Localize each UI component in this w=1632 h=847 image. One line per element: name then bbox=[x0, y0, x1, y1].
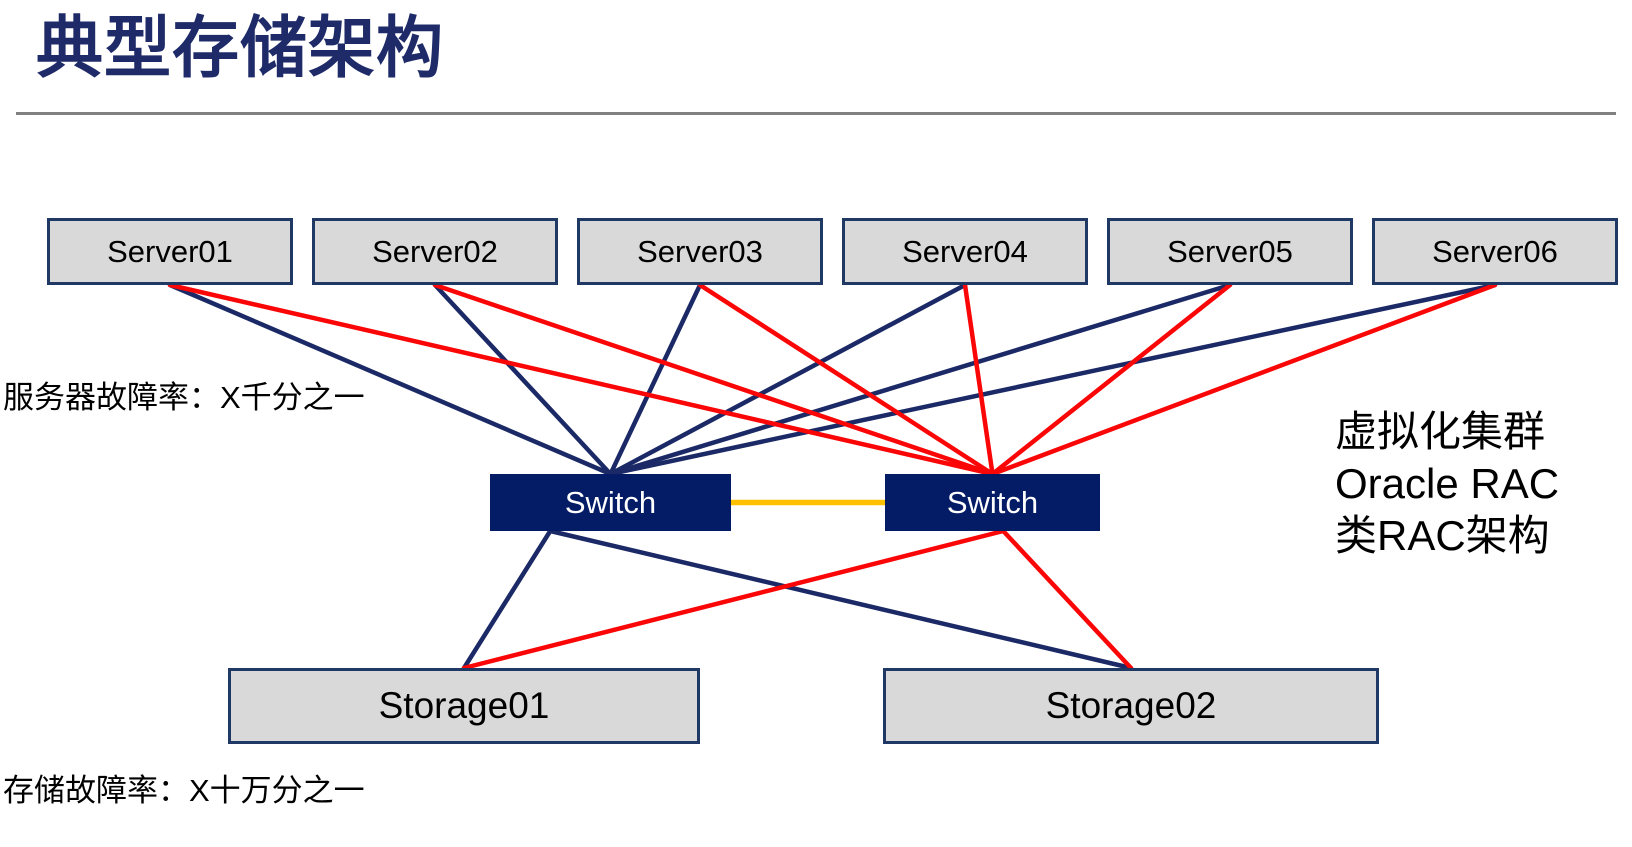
switch-right-label: Switch bbox=[946, 484, 1039, 520]
storage-failure-rate-label: 存储故障率：X十万分之一 bbox=[3, 773, 365, 808]
server02-node: Server02 bbox=[312, 218, 558, 285]
link-server04-switch-right bbox=[962, 282, 995, 477]
link-server05-switch-right bbox=[990, 282, 1233, 477]
link-switch-left-storage02 bbox=[548, 528, 1134, 671]
link-server06-switch-left bbox=[608, 282, 1498, 477]
title-divider bbox=[16, 112, 1616, 115]
server01-label: Server01 bbox=[107, 233, 233, 269]
cluster-note-line-1: 虚拟化集群 bbox=[1335, 408, 1546, 455]
server-failure-rate-label: 服务器故障率：X千分之一 bbox=[3, 380, 365, 415]
server04-label: Server04 bbox=[902, 233, 1028, 269]
link-server02-switch-left bbox=[432, 282, 613, 477]
switch-left-label: Switch bbox=[564, 484, 657, 520]
switch-left-node: Switch bbox=[490, 474, 731, 531]
storage01-node: Storage01 bbox=[228, 668, 700, 744]
link-server02-switch-right bbox=[432, 282, 995, 477]
link-server01-switch-left bbox=[167, 282, 613, 477]
storage02-node: Storage02 bbox=[883, 668, 1379, 744]
server05-node: Server05 bbox=[1107, 218, 1353, 285]
switch-right-node: Switch bbox=[885, 474, 1100, 531]
cluster-note-line-2: Oracle RAC bbox=[1335, 460, 1560, 507]
link-switch-right-storage02 bbox=[1001, 528, 1134, 671]
storage01-label: Storage01 bbox=[378, 685, 550, 726]
link-server03-switch-left bbox=[608, 282, 703, 477]
link-server01-switch-right bbox=[167, 282, 995, 477]
link-server04-switch-left bbox=[608, 282, 968, 477]
server06-label: Server06 bbox=[1432, 233, 1558, 269]
server03-node: Server03 bbox=[577, 218, 823, 285]
link-server05-switch-left bbox=[608, 282, 1233, 477]
storage02-label: Storage02 bbox=[1045, 685, 1217, 726]
link-switch-left-storage01 bbox=[461, 528, 553, 671]
server05-label: Server05 bbox=[1167, 233, 1293, 269]
page-title: 典型存储架构 bbox=[36, 11, 444, 86]
server01-node: Server01 bbox=[47, 218, 293, 285]
server03-label: Server03 bbox=[637, 233, 763, 269]
link-server06-switch-right bbox=[990, 282, 1498, 477]
link-server03-switch-right bbox=[697, 282, 995, 477]
server04-node: Server04 bbox=[842, 218, 1088, 285]
server06-node: Server06 bbox=[1372, 218, 1618, 285]
link-switch-right-storage01 bbox=[461, 528, 1006, 671]
cluster-note: 虚拟化集群 Oracle RAC 类RAC架构 bbox=[1335, 406, 1559, 562]
cluster-note-line-3: 类RAC架构 bbox=[1335, 512, 1550, 559]
server02-label: Server02 bbox=[372, 233, 498, 269]
